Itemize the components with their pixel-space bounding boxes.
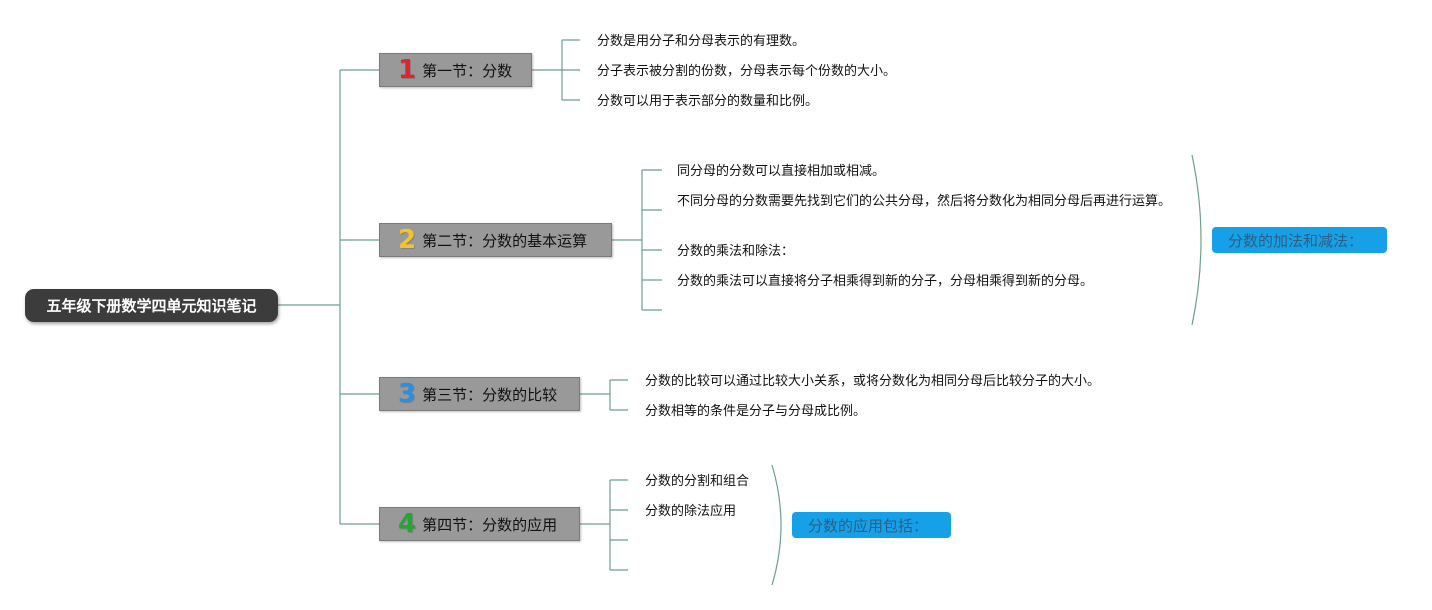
number-3-icon: 3 bbox=[398, 379, 417, 409]
section-1-item-2[interactable]: 分子表示被分割的份数，分母表示每个份数的大小。 bbox=[597, 63, 897, 78]
section-3-item-1[interactable]: 分数的比较可以通过比较大小关系，或将分数化为相同分母后比较分子的大小。 bbox=[645, 373, 1101, 388]
section-1-item-1[interactable]: 分数是用分子和分母表示的有理数。 bbox=[597, 33, 806, 48]
section-2-item-3[interactable]: 分数的乘法和除法： bbox=[677, 243, 795, 258]
number-4-icon: 4 bbox=[398, 509, 417, 539]
section-3-label: 第三节：分数的比较 bbox=[422, 386, 558, 404]
number-2-icon: 2 bbox=[398, 225, 417, 255]
section-1-label: 第一节：分数 bbox=[422, 62, 513, 80]
section-2-node[interactable]: 2 第二节：分数的基本运算 bbox=[379, 223, 612, 257]
section-3-item-2[interactable]: 分数相等的条件是分子与分母成比例。 bbox=[645, 403, 867, 418]
section-1-node[interactable]: 1 第一节：分数 bbox=[379, 53, 532, 87]
section-4-label: 第四节：分数的应用 bbox=[422, 516, 558, 534]
section-2-summary-tag[interactable]: 分数的加法和减法： bbox=[1212, 227, 1387, 253]
section-2-label: 第二节：分数的基本运算 bbox=[422, 232, 588, 250]
section-4-node[interactable]: 4 第四节：分数的应用 bbox=[379, 507, 580, 541]
number-1-icon: 1 bbox=[398, 55, 417, 85]
section-2-item-1[interactable]: 同分母的分数可以直接相加或相减。 bbox=[677, 163, 886, 178]
section-4-item-2[interactable]: 分数的除法应用 bbox=[645, 503, 737, 518]
section-1-item-3[interactable]: 分数可以用于表示部分的数量和比例。 bbox=[597, 93, 819, 108]
section-3-node[interactable]: 3 第三节：分数的比较 bbox=[379, 377, 580, 411]
section-2-item-4[interactable]: 分数的乘法可以直接将分子相乘得到新的分子，分母相乘得到新的分母。 bbox=[677, 273, 1094, 288]
root-topic[interactable]: 五年级下册数学四单元知识笔记 bbox=[25, 289, 278, 322]
section-2-item-2[interactable]: 不同分母的分数需要先找到它们的公共分母，然后将分数化为相同分母后再进行运算。 bbox=[677, 193, 1172, 208]
section-4-summary-tag[interactable]: 分数的应用包括： bbox=[792, 512, 951, 538]
section-4-item-1[interactable]: 分数的分割和组合 bbox=[645, 473, 750, 488]
root-topic-label: 五年级下册数学四单元知识笔记 bbox=[46, 298, 257, 315]
